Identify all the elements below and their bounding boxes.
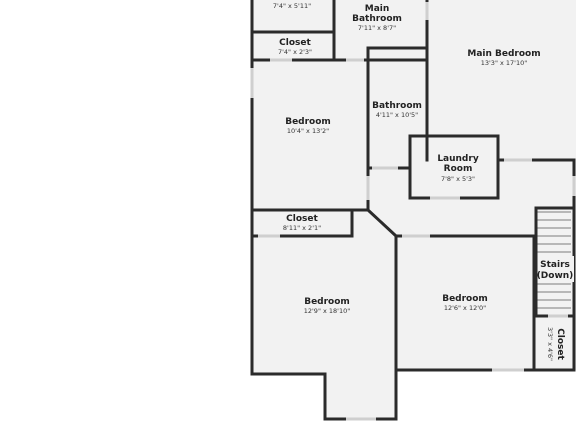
stairs-name-2: (Down)	[537, 271, 574, 281]
closet-2-dims: 7'4" x 2'3"	[278, 48, 312, 56]
closet-4-dims: 3'3" x 4'6"	[546, 327, 554, 361]
closet-4-label: Closet 3'3" x 4'6"	[546, 327, 565, 361]
laundry-name-1: Laundry	[437, 154, 479, 164]
bathroom-dims: 4'11" x 10'5"	[376, 111, 418, 119]
closet-3-dims: 8'11" x 2'1"	[283, 224, 321, 232]
closet-2-name: Closet	[279, 38, 311, 48]
laundry-dims: 7'8" x 5'3"	[441, 175, 475, 183]
main-bathroom-name-1: Main	[365, 4, 390, 14]
closet-4-name: Closet	[555, 328, 565, 360]
main-bathroom-dims: 7'11" x 8'7"	[358, 24, 396, 32]
walls	[250, 0, 576, 421]
main-bedroom-name: Main Bedroom	[467, 49, 540, 59]
bedroom-2-name: Bedroom	[304, 297, 350, 307]
bedroom-2-dims: 12'9" x 18'10"	[304, 307, 350, 315]
bedroom-1-name: Bedroom	[285, 117, 331, 127]
bedroom-3-dims: 12'6" x 12'0"	[444, 304, 486, 312]
floor-alcove	[325, 372, 395, 420]
bedroom-3-name: Bedroom	[442, 294, 488, 304]
stairs-name-1: Stairs	[540, 260, 570, 270]
stairs-label-bg	[538, 256, 574, 282]
bedroom-1-dims: 10'4" x 13'2"	[287, 127, 329, 135]
openings	[250, 2, 576, 421]
bathroom-name: Bathroom	[372, 101, 422, 111]
stairs-treads	[537, 211, 571, 309]
main-bedroom-dims: 13'3" x 17'10"	[481, 59, 527, 67]
laundry-name-2: Room	[444, 164, 473, 174]
closet-top-dims: 7'4" x 5'11"	[273, 2, 311, 10]
closet-3-name: Closet	[286, 214, 318, 224]
main-bathroom-name-2: Bathroom	[352, 14, 402, 24]
